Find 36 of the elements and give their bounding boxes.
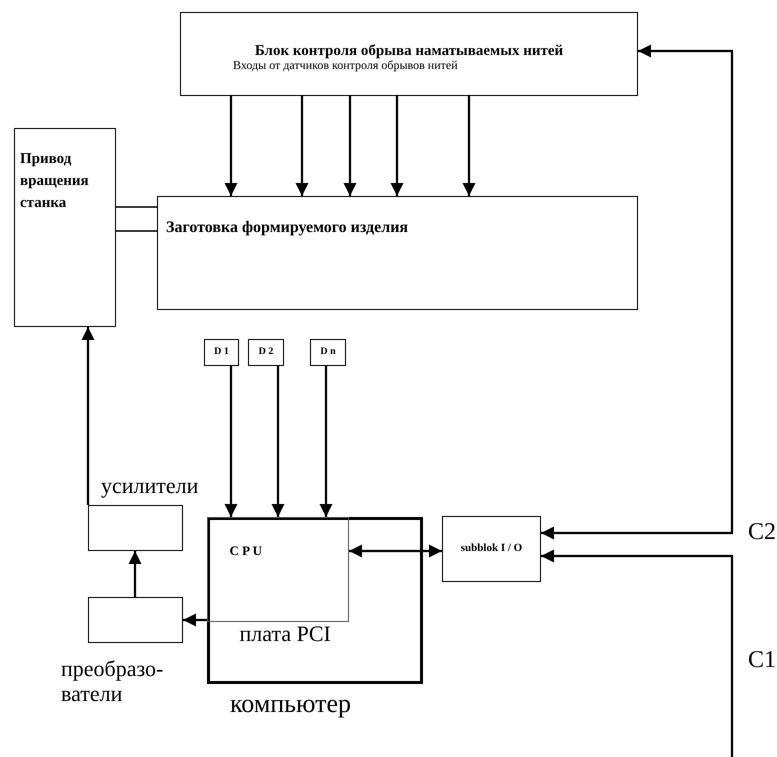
arrow [462,96,476,196]
arrow [183,613,207,627]
arrow [343,96,357,196]
block-caption: усилители [101,472,198,498]
arrow [319,366,333,517]
arrow [349,544,442,558]
block-title: Блок контроля обрыва наматываемых нитей [254,43,564,60]
block-title: Привод вращения станка [20,150,90,212]
block-title: C P U [230,544,262,558]
process-box [14,128,116,327]
block-title: subblok I / O [460,542,524,555]
arrow [541,44,734,540]
process-box [180,12,638,96]
arrow [295,96,309,196]
process-box [157,196,638,310]
sensor-label: D n [319,346,337,358]
sensor-label: D 1 [213,346,230,358]
arrow [224,96,238,196]
arrow [81,327,95,505]
block-subtitle: Входы от датчиков контроля обрывов нитей [233,59,458,73]
connector-line [116,230,157,232]
arrow [541,549,734,757]
arrow [128,551,142,597]
block-title: Заготовка формируемого изделия [166,219,408,238]
process-box [442,516,541,582]
connector-line [116,206,157,208]
block-caption: преобразо- ватели [61,656,164,707]
arrow [271,366,285,517]
process-box [204,339,239,366]
arrow [224,366,238,517]
arrow [390,96,404,196]
sensor-label: D 2 [258,346,274,358]
block-caption: компьютер [230,689,352,719]
process-box [248,339,284,366]
process-box [310,339,346,366]
board-caption: плата PCI [240,620,331,646]
